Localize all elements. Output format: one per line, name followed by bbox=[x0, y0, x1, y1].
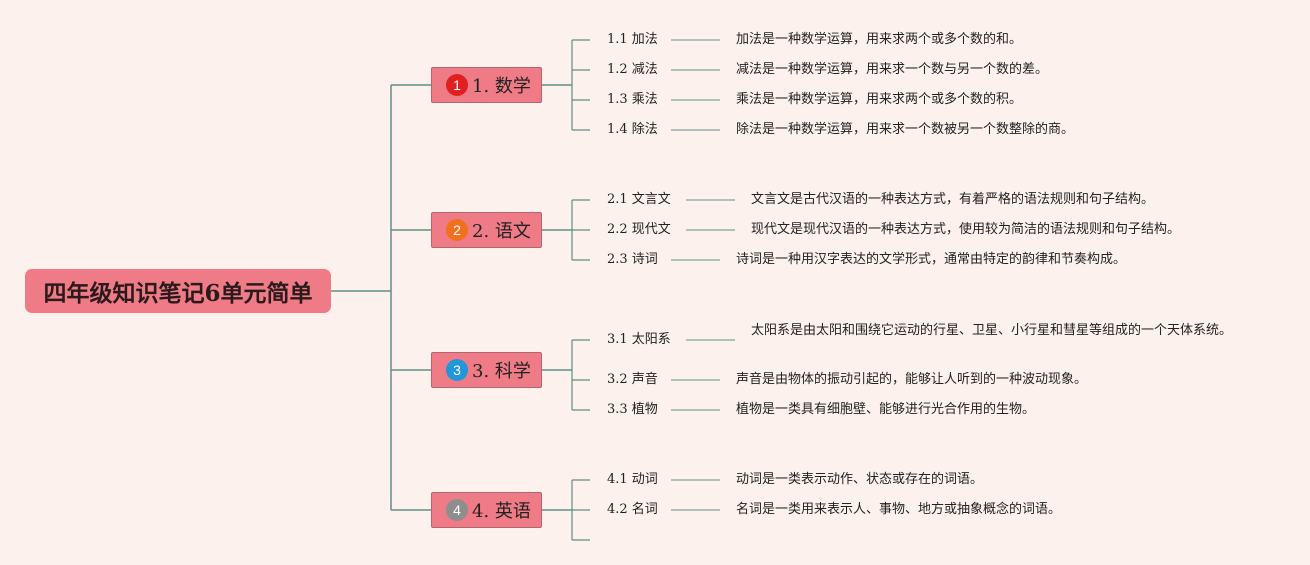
note-3-2[interactable]: 声音是由物体的振动引起的，能够让人听到的一种波动现象。 bbox=[736, 372, 1088, 387]
note-1-1[interactable]: 加法是一种数学运算，用来求两个或多个数的和。 bbox=[736, 32, 1023, 47]
subtopic-3-1[interactable]: 3.1 太阳系 bbox=[607, 332, 671, 347]
priority-1-icon: 1 bbox=[446, 74, 468, 96]
branch-chinese[interactable]: 2 2. 语文 bbox=[431, 212, 542, 248]
subtopic-1-2[interactable]: 1.2 减法 bbox=[607, 62, 658, 77]
branch-label: 3. 科学 bbox=[472, 361, 531, 382]
note-2-2[interactable]: 现代文是现代汉语的一种表达方式，使用较为简洁的语法规则和句子结构。 bbox=[751, 222, 1181, 237]
subtopic-3-2[interactable]: 3.2 声音 bbox=[607, 372, 658, 387]
branch-english[interactable]: 4 4. 英语 bbox=[431, 492, 542, 528]
branch-label: 4. 英语 bbox=[472, 501, 531, 522]
subtopic-2-1[interactable]: 2.1 文言文 bbox=[607, 192, 671, 207]
branch-math[interactable]: 1 1. 数学 bbox=[431, 67, 542, 103]
root-topic[interactable]: 四年级知识笔记6单元简单 bbox=[25, 269, 331, 313]
subtopic-1-4[interactable]: 1.4 除法 bbox=[607, 122, 658, 137]
note-1-4[interactable]: 除法是一种数学运算，用来求一个数被另一个数整除的商。 bbox=[736, 122, 1075, 137]
subtopic-1-1[interactable]: 1.1 加法 bbox=[607, 32, 658, 47]
note-1-3[interactable]: 乘法是一种数学运算，用来求两个或多个数的积。 bbox=[736, 92, 1023, 107]
branch-label: 2. 语文 bbox=[472, 221, 531, 242]
priority-2-icon: 2 bbox=[446, 219, 468, 241]
subtopic-2-3[interactable]: 2.3 诗词 bbox=[607, 252, 658, 267]
root-topic-label: 四年级知识笔记6单元简单 bbox=[43, 280, 313, 307]
subtopic-1-3[interactable]: 1.3 乘法 bbox=[607, 92, 658, 107]
branch-label: 1. 数学 bbox=[472, 76, 531, 97]
note-2-1[interactable]: 文言文是古代汉语的一种表达方式，有着严格的语法规则和句子结构。 bbox=[751, 192, 1155, 207]
subtopic-3-3[interactable]: 3.3 植物 bbox=[607, 402, 658, 417]
priority-4-icon: 4 bbox=[446, 499, 468, 521]
priority-3-icon: 3 bbox=[446, 359, 468, 381]
note-3-3[interactable]: 植物是一类具有细胞壁、能够进行光合作用的生物。 bbox=[736, 402, 1036, 417]
note-4-1[interactable]: 动词是一类表示动作、状态或存在的词语。 bbox=[736, 472, 984, 487]
note-4-2[interactable]: 名词是一类用来表示人、事物、地方或抽象概念的词语。 bbox=[736, 502, 1062, 517]
note-3-1[interactable]: 太阳系是由太阳和围绕它运动的行星、卫星、小行星和彗星等组成的一个天体系统。 bbox=[751, 323, 1233, 338]
note-1-2[interactable]: 减法是一种数学运算，用来求一个数与另一个数的差。 bbox=[736, 62, 1049, 77]
subtopic-4-1[interactable]: 4.1 动词 bbox=[607, 472, 658, 487]
subtopic-4-2[interactable]: 4.2 名词 bbox=[607, 502, 658, 517]
note-2-3[interactable]: 诗词是一种用汉字表达的文学形式，通常由特定的韵律和节奏构成。 bbox=[736, 252, 1127, 267]
subtopic-2-2[interactable]: 2.2 现代文 bbox=[607, 222, 671, 237]
branch-science[interactable]: 3 3. 科学 bbox=[431, 352, 542, 388]
